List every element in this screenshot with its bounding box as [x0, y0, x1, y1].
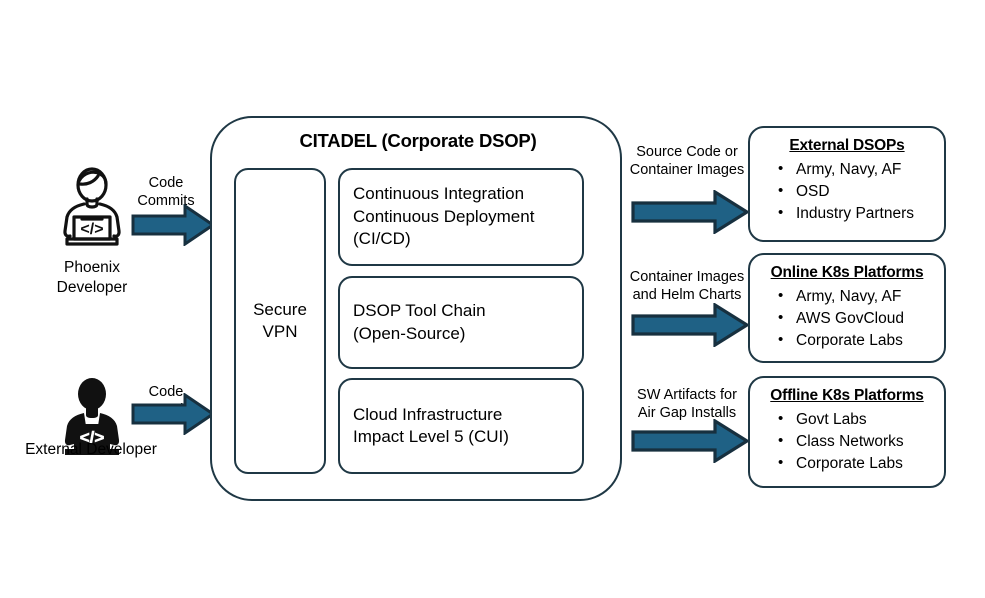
- list-item: Army, Navy, AF: [760, 285, 934, 308]
- list-item: Class Networks: [760, 430, 934, 453]
- arrow-code-commits-1: [131, 204, 215, 246]
- flow-label-source-code: Source Code or Container Images: [629, 144, 745, 179]
- svg-text:</>: </>: [80, 221, 103, 238]
- cloud-infrastructure-label: Cloud Infrastructure Impact Level 5 (CUI…: [353, 404, 509, 446]
- dsop-tool-chain-label: DSOP Tool Chain (Open-Source): [353, 301, 486, 343]
- list-item: Army, Navy, AF: [760, 158, 934, 181]
- dsop-tool-chain-box: DSOP Tool Chain (Open-Source): [338, 276, 584, 369]
- cicd-label: Continuous Integration Continuous Deploy…: [353, 184, 535, 249]
- arrow-to-offline-k8s: [631, 419, 749, 463]
- offline-k8s-platforms-title: Offline K8s Platforms: [770, 387, 924, 404]
- arrow-code-commits-2: [131, 393, 215, 435]
- list-item: Industry Partners: [760, 202, 934, 225]
- developer-filled-icon: </>: [52, 372, 132, 462]
- list-item: Govt Labs: [760, 408, 934, 431]
- arrow-to-external-dsops: [631, 190, 749, 234]
- citadel-title: CITADEL (Corporate DSOP): [299, 130, 537, 151]
- arrow-to-online-k8s: [631, 303, 749, 347]
- offline-k8s-platforms-list: Govt Labs Class Networks Corporate Labs: [760, 408, 934, 475]
- list-item: Corporate Labs: [760, 452, 934, 475]
- cloud-infrastructure-box: Cloud Infrastructure Impact Level 5 (CUI…: [338, 378, 584, 474]
- secure-vpn-box: Secure VPN: [234, 168, 326, 474]
- svg-text:</>: </>: [80, 428, 105, 447]
- external-dsops-title: External DSOPs: [789, 137, 905, 154]
- list-item: OSD: [760, 180, 934, 203]
- secure-vpn-label: Secure VPN: [253, 299, 307, 341]
- external-dsops-box: External DSOPs Army, Navy, AF OSD Indust…: [748, 126, 946, 242]
- online-k8s-platforms-list: Army, Navy, AF AWS GovCloud Corporate La…: [760, 285, 934, 352]
- cicd-box: Continuous Integration Continuous Deploy…: [338, 168, 584, 266]
- online-k8s-platforms-title: Online K8s Platforms: [770, 264, 924, 281]
- list-item: AWS GovCloud: [760, 307, 934, 330]
- flow-label-sw-artifacts: SW Artifacts for Air Gap Installs: [637, 387, 737, 422]
- external-dsops-list: Army, Navy, AF OSD Industry Partners: [760, 158, 934, 225]
- list-item: Corporate Labs: [760, 329, 934, 352]
- external-developer-label: External Developer: [25, 441, 157, 458]
- flow-label-container-images: Container Images and Helm Charts: [629, 269, 745, 304]
- online-k8s-platforms-box: Online K8s Platforms Army, Navy, AF AWS …: [748, 253, 946, 363]
- code-commits-label-1: Code Commits: [137, 175, 195, 210]
- developer-outline-icon: </>: [52, 163, 132, 253]
- offline-k8s-platforms-box: Offline K8s Platforms Govt Labs Class Ne…: [748, 376, 946, 488]
- phoenix-developer-label: Phoenix Developer: [56, 259, 128, 296]
